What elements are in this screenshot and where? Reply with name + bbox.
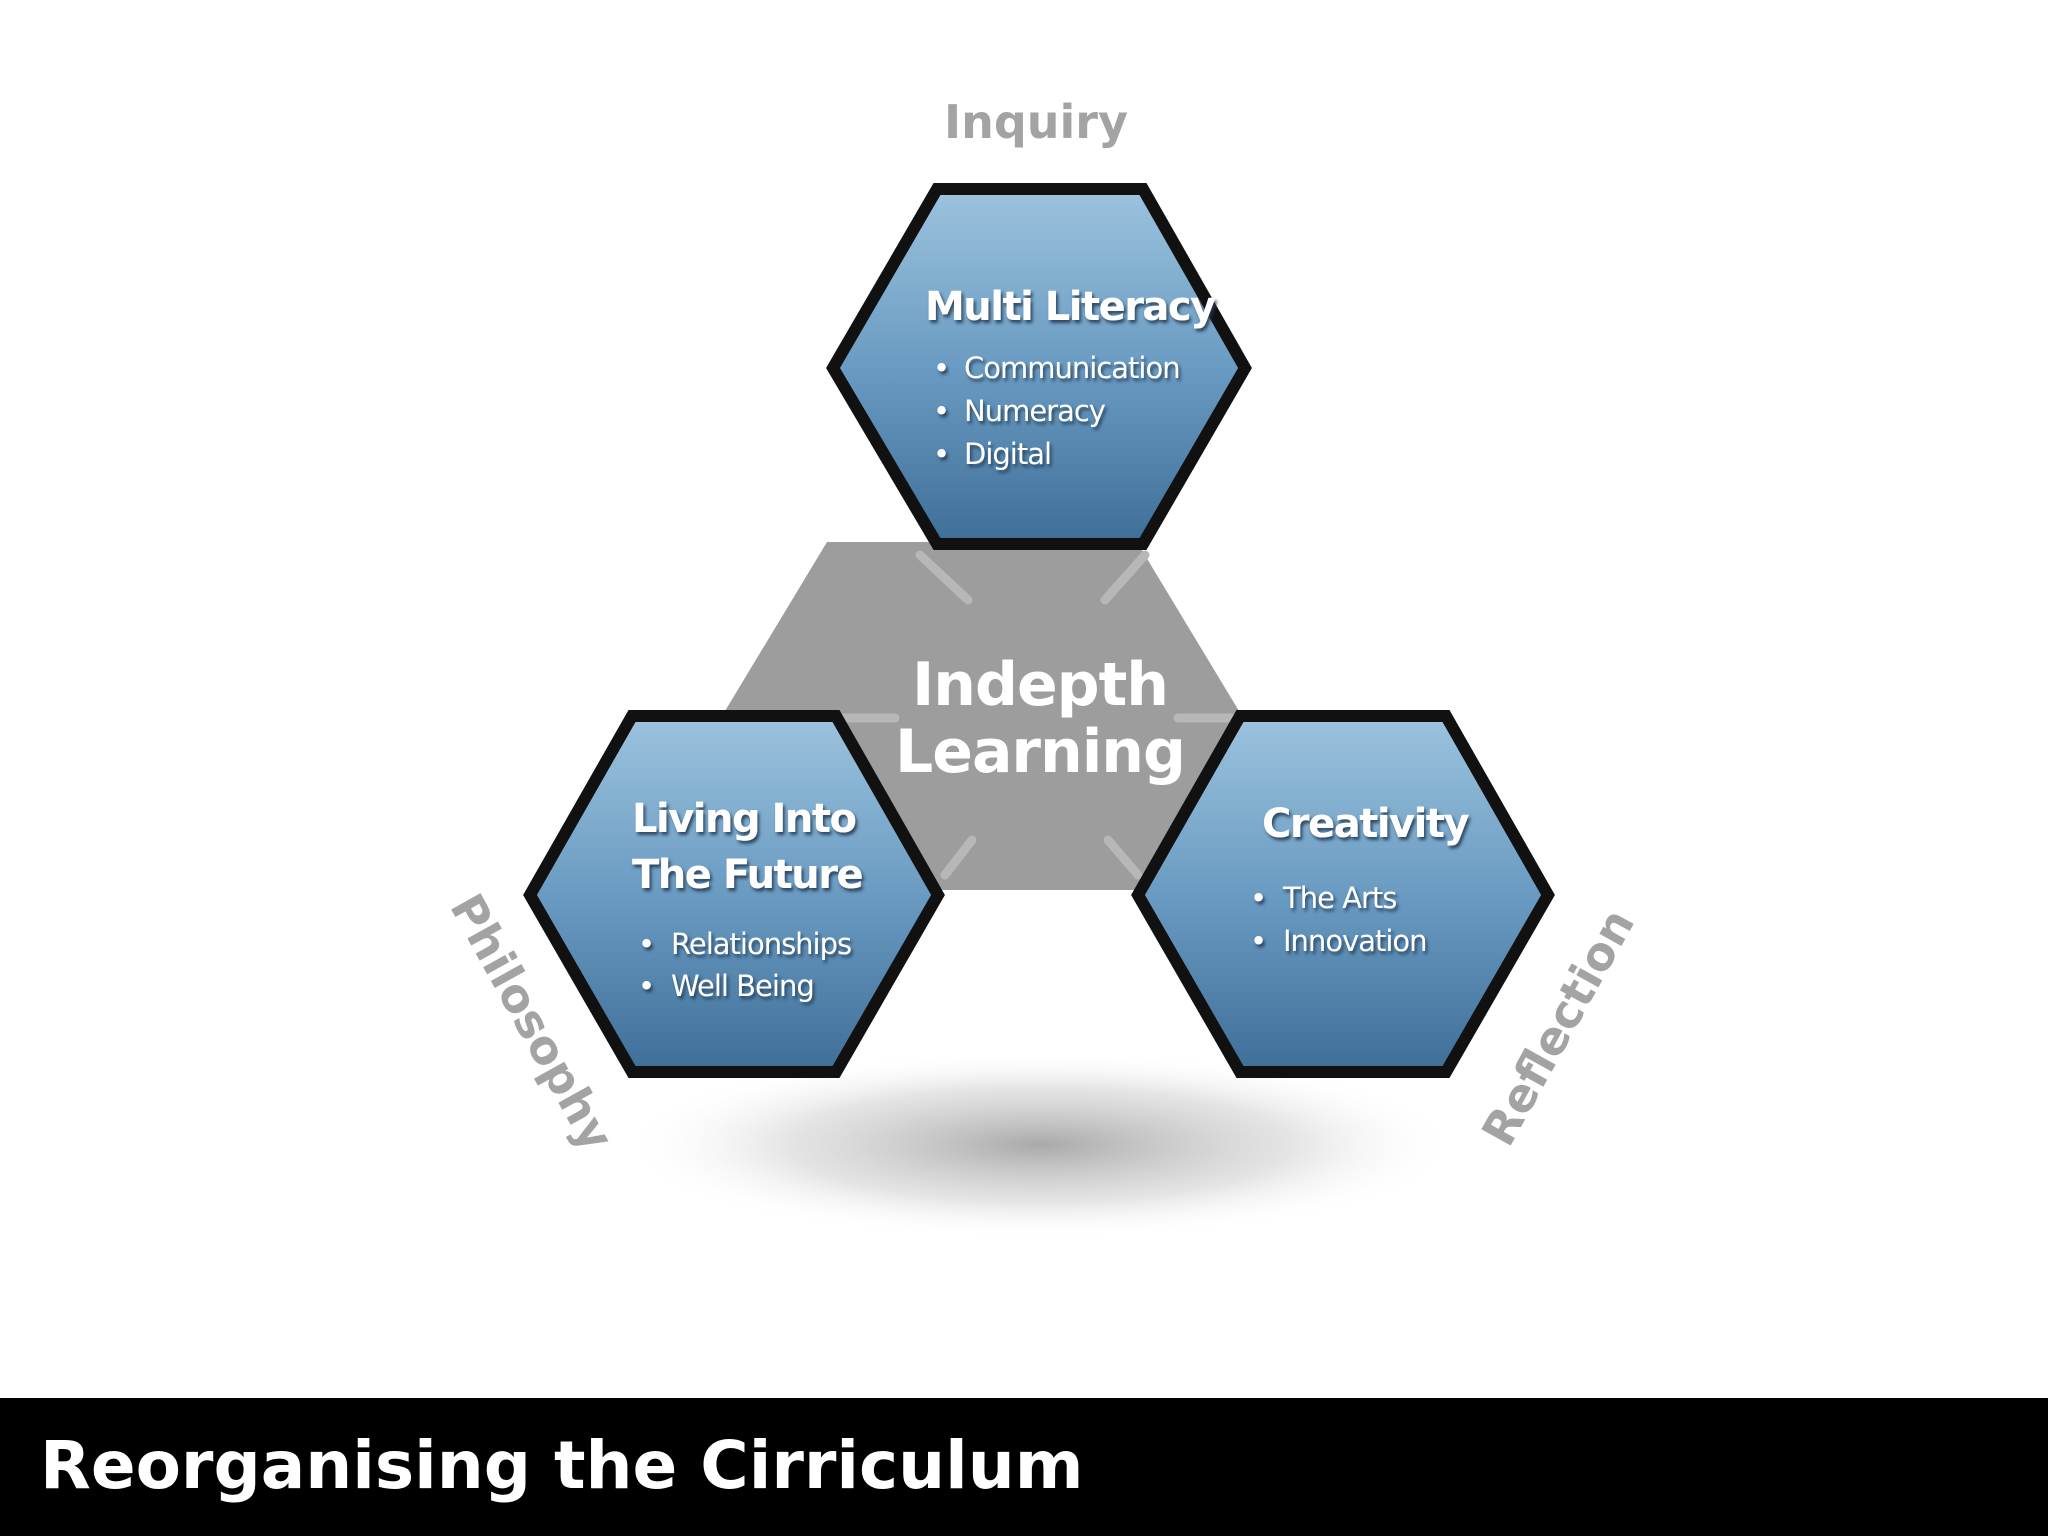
creativity-title: Creativity [1262,801,1469,847]
creativity-content: Creativity • The Arts • Innovation [1250,801,1471,958]
drop-shadow [620,1050,1460,1240]
multi-literacy-item: Communication [964,351,1180,385]
bullet: • [638,927,654,961]
slide-title: Reorganising the Cirriculum [40,1427,1084,1504]
bullet: • [933,394,949,428]
multi-literacy-content: Multi Literacy • Communication • Numerac… [925,284,1218,471]
center-title-line1: Indepth [912,650,1168,720]
bullet: • [933,437,949,471]
bullet: • [1250,924,1266,958]
curriculum-diagram: Inquiry Philosophy Reflection Indepth Le… [439,95,1645,1240]
creativity-item: The Arts [1282,881,1396,915]
multi-literacy-title: Multi Literacy [925,284,1216,330]
center-title-line2: Learning [895,717,1185,787]
living-into-the-future-content: Living Into The Future • Relationships •… [632,796,864,1003]
living-into-the-future-title-line1: Living Into [632,796,856,842]
label-inquiry: Inquiry [944,95,1128,149]
title-bar: Reorganising the Cirriculum [0,1398,2048,1536]
hexagon-living-into-the-future [523,710,945,1078]
bullet: • [1250,881,1266,915]
bullet: • [933,351,949,385]
living-into-the-future-item: Relationships [671,927,851,961]
living-into-the-future-item: Well Being [671,969,814,1003]
multi-literacy-item: Digital [964,437,1051,471]
hexagon-multi-literacy [826,183,1252,550]
multi-literacy-item: Numeracy [964,394,1106,428]
hexagon-creativity [1131,710,1555,1078]
living-into-the-future-title-line2: The Future [632,852,862,898]
connector-notches [835,550,1237,880]
bullet: • [638,969,654,1003]
creativity-item: Innovation [1283,924,1427,958]
